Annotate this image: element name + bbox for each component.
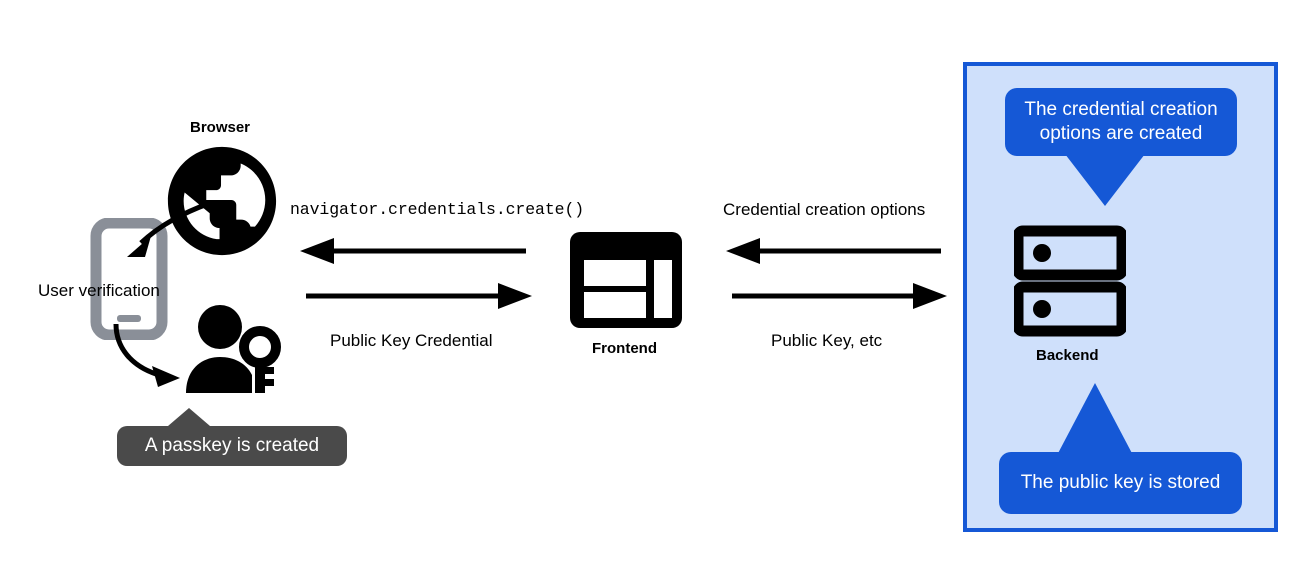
message-label-credential-creation-options: Credential creation options	[723, 200, 926, 219]
arrow-device-to-user	[113, 323, 180, 387]
backend-label: Backend	[1036, 347, 1099, 364]
callout-options-created-bubble: The credential creation options are crea…	[1005, 88, 1237, 156]
callout-options-created-text: The credential creation options are crea…	[1024, 99, 1218, 144]
arrow-backend-to-frontend	[726, 238, 941, 264]
arrow-frontend-to-backend	[732, 283, 947, 309]
callout-options-created-tail	[1065, 154, 1145, 206]
callout-key-stored: The public key is stored	[999, 383, 1242, 514]
callout-passkey-created-bubble: A passkey is created	[117, 426, 347, 466]
arrow-browser-to-frontend	[306, 283, 532, 309]
callout-key-stored-tail	[1055, 383, 1135, 459]
callout-passkey-created-text: A passkey is created	[144, 435, 320, 457]
callout-key-stored-bubble: The public key is stored	[999, 452, 1242, 514]
message-label-public-key-etc: Public Key, etc	[771, 331, 883, 350]
arrow-browser-to-device	[127, 200, 211, 257]
globe-icon	[163, 142, 281, 260]
person-with-key-icon	[184, 305, 284, 397]
frontend-label: Frontend	[592, 340, 657, 357]
browser-label: Browser	[190, 119, 251, 136]
message-label-public-key-credential: Public Key Credential	[330, 331, 493, 350]
message-label-create-call: navigator.credentials.create()	[290, 200, 585, 219]
callout-key-stored-text: The public key is stored	[1020, 472, 1221, 494]
callout-passkey-created: A passkey is created	[117, 408, 347, 466]
web-layout-icon	[568, 230, 684, 330]
user-verification-label: User verification	[38, 281, 160, 300]
smartphone-icon	[90, 218, 168, 340]
callout-options-created: The credential creation options are crea…	[1005, 88, 1237, 206]
arrow-frontend-to-browser	[300, 238, 526, 264]
server-rack-icon	[1014, 225, 1126, 337]
